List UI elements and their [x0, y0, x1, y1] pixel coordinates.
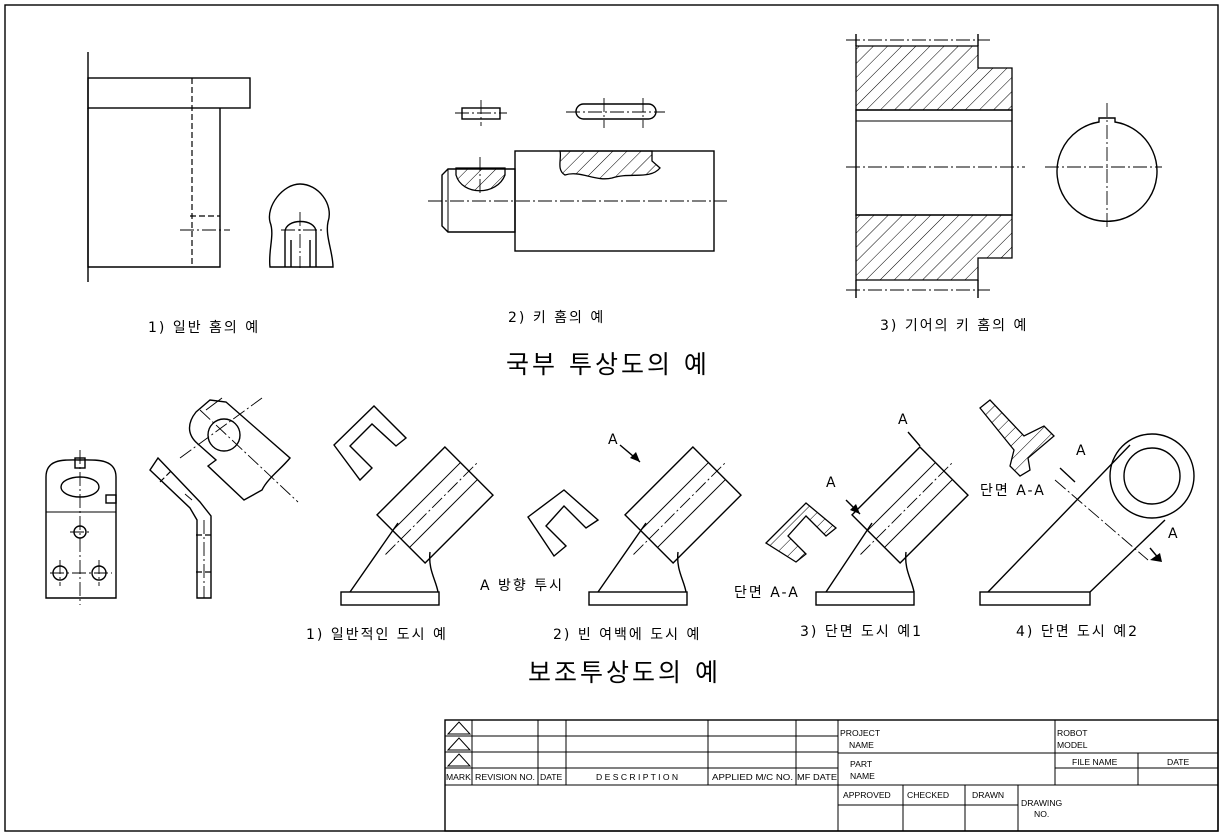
title-block	[444, 719, 1219, 832]
caption-general-groove: 1) 일반 홈의 예	[148, 320, 260, 336]
tb-project: PROJECT	[840, 728, 881, 738]
tb-date-right: DATE	[1167, 757, 1190, 767]
caption-key-groove: 2) 키 홈의 예	[508, 310, 605, 326]
label-a-section-2a: A	[1076, 443, 1086, 459]
caption-blank-space: 2) 빈 여백에 도시 예	[553, 627, 701, 643]
tb-mf-date: MF DATE	[797, 772, 837, 782]
figure-auxiliary-cylinder-2	[527, 444, 742, 606]
caption-section-2: 4) 단면 도시 예2	[1016, 624, 1139, 640]
title-partial-projection: 국부 투상도의 예	[506, 350, 710, 379]
figure-auxiliary-cylinder-1	[333, 405, 494, 606]
tb-date: DATE	[540, 772, 563, 782]
tb-project-name: NAME	[849, 740, 874, 750]
tb-checked: CHECKED	[907, 790, 949, 800]
label-a-section-2b: A	[1168, 526, 1178, 542]
label-section-2: 단면 A-A	[980, 483, 1046, 499]
caption-section-1: 3) 단면 도시 예1	[800, 624, 923, 640]
title-auxiliary-projection: 보조투상도의 예	[528, 658, 721, 687]
tb-model: MODEL	[1057, 740, 1088, 750]
tb-applied: APPLIED M/C NO.	[712, 772, 793, 782]
label-a-section-1a: A	[898, 412, 908, 428]
caption-general-auxiliary: 1) 일반적인 도시 예	[306, 627, 448, 643]
tb-description: D E S C R I P T I O N	[596, 772, 678, 782]
tb-drawing: DRAWING	[1021, 798, 1063, 808]
figure-general-auxiliary	[45, 397, 299, 605]
tb-mark: MARK	[446, 772, 471, 782]
caption-gear-keyway: 3) 기어의 키 홈의 예	[880, 318, 1028, 334]
tb-approved: APPROVED	[843, 790, 891, 800]
figure-section-example-2	[979, 399, 1195, 606]
tb-drawn: DRAWN	[972, 790, 1004, 800]
label-a-arrow-2: A	[608, 432, 618, 448]
figure-general-groove	[87, 52, 334, 282]
label-direction-view: A 방향 투시	[480, 578, 564, 594]
tb-drawing-no: NO.	[1034, 809, 1049, 819]
tb-robot: ROBOT	[1057, 728, 1088, 738]
figure-key-groove	[428, 98, 727, 252]
figure-section-example-1	[764, 431, 969, 606]
figure-gear-keyway	[846, 34, 1162, 298]
label-section-1: 단면 A-A	[734, 585, 800, 601]
tb-revision-no: REVISION NO.	[475, 772, 535, 782]
label-a-section-1b: A	[826, 475, 836, 491]
tb-part-name: NAME	[850, 771, 875, 781]
tb-file-name: FILE NAME	[1072, 757, 1118, 767]
tb-part: PART	[850, 759, 873, 769]
sheet-border	[4, 4, 1219, 832]
